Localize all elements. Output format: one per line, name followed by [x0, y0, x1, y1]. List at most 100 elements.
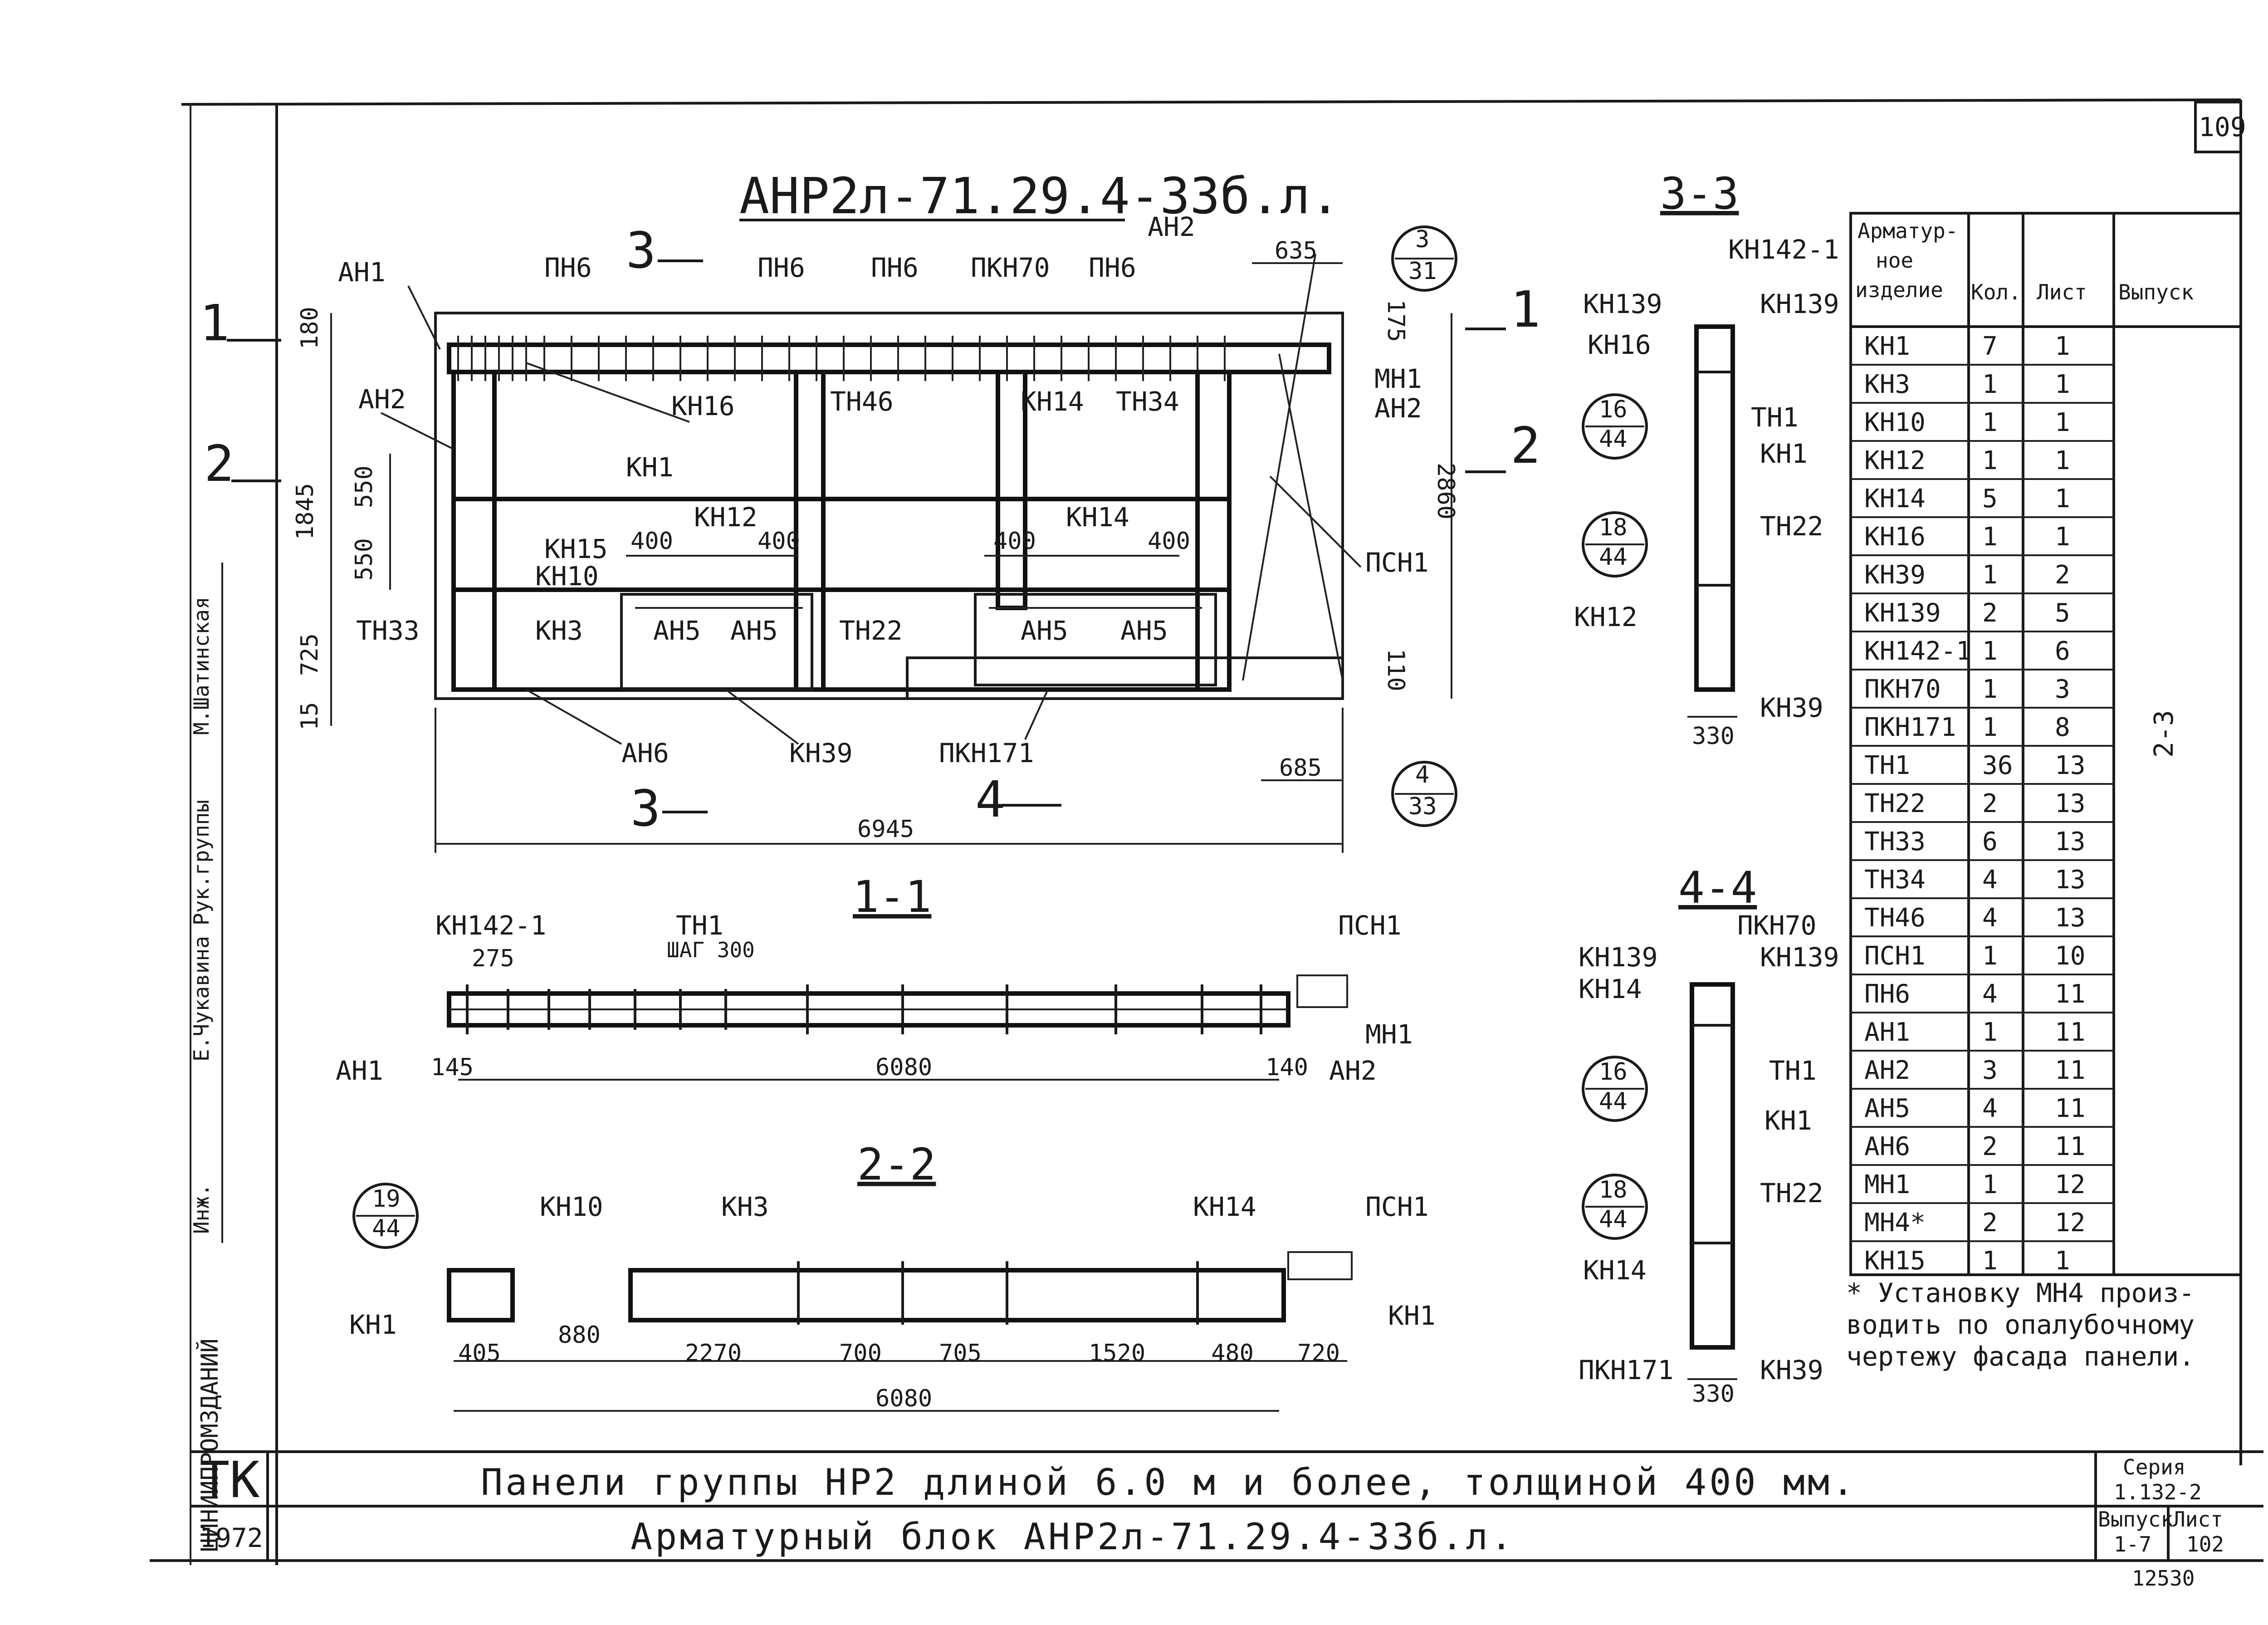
- spec-header-sheet: Лист: [2037, 280, 2087, 304]
- dim-15: 15: [296, 702, 323, 730]
- s22-dim-720: 720: [1297, 1340, 1340, 1367]
- s11-an1: АН1: [336, 1055, 383, 1086]
- spec-table: Арматур- ное изделие Кол. Лист Выпуск КН…: [1849, 212, 2242, 1276]
- s44-pkn171: ПКН171: [1579, 1355, 1674, 1385]
- svg-text:18: 18: [1599, 1176, 1628, 1204]
- spec-cell-sheet: 11: [2055, 1018, 2085, 1047]
- s11-psn1: ПСН1: [1338, 910, 1402, 941]
- s11-step: ШАГ 300: [667, 938, 755, 962]
- dim-2860: 2860: [1432, 463, 1459, 519]
- main-title: АНР2л-71.29.4-33б.л.: [739, 167, 1340, 225]
- section-1-1-ties: [466, 984, 1262, 1034]
- spec-cell-item: ТН22: [1864, 789, 1926, 818]
- s22-kn1b: КН1: [1388, 1300, 1436, 1331]
- title-block: ТК 1972 Панели группы НР2 длиной 6.0 м и…: [191, 1450, 2263, 1591]
- spec-cell-qty: 4: [1982, 1094, 1998, 1123]
- lbl-an2-right: АН2: [1374, 393, 1422, 424]
- s11-dim-6080: 6080: [875, 1054, 932, 1081]
- spec-cell-qty: 1: [1982, 1246, 1998, 1276]
- spec-cell-qty: 1: [1982, 713, 1998, 742]
- cut-2-right: 2: [1510, 416, 1540, 475]
- s11-dim-140: 140: [1266, 1054, 1308, 1081]
- svg-text:44: 44: [1599, 1206, 1628, 1233]
- s11-mn1: МН1: [1365, 1019, 1413, 1050]
- spec-cell-item: ТН46: [1864, 903, 1926, 933]
- s33-kn1: КН1: [1760, 438, 1808, 469]
- section-2-2-title: 2-2: [857, 1139, 936, 1190]
- lbl-pn6c: ПН6: [871, 252, 919, 283]
- section-4-4: 4-4 ПКН70 КН139 КН139 КН14 ТН1 КН1 ТН22 …: [1579, 862, 1839, 1408]
- cut-4-bottom: 4: [975, 770, 1005, 828]
- cut-1-left: 1: [200, 294, 230, 352]
- s44-kn139a: КН139: [1579, 942, 1658, 973]
- title-org: ТК: [200, 1451, 259, 1509]
- s33-ref-18-44: 18 44: [1582, 511, 1648, 578]
- lbl-an2-top: АН2: [1148, 211, 1195, 242]
- s33-tn22: ТН22: [1760, 511, 1823, 542]
- s33-kn12: КН12: [1574, 602, 1637, 632]
- svg-text:33: 33: [1408, 793, 1437, 820]
- spec-cell-qty: 36: [1982, 751, 2013, 780]
- s33-kn139b: КН139: [1760, 289, 1839, 319]
- spec-cell-sheet: 11: [2055, 1094, 2085, 1123]
- s22-dim-405: 405: [458, 1340, 501, 1367]
- side-stamp: ЦИНИИПРОМЗДАНИЙ Инж. Е.Чукавина Рук.груп…: [189, 563, 224, 1552]
- s11-tn1: ТН1: [676, 910, 723, 941]
- s44-tn1: ТН1: [1769, 1055, 1817, 1086]
- spec-cell-item: ПКН171: [1864, 713, 1956, 742]
- spec-cell-qty: 4: [1982, 903, 1998, 933]
- spec-cell-item: ПН6: [1864, 979, 1910, 1009]
- spec-cell-sheet: 1: [2055, 332, 2070, 361]
- spec-cell-qty: 2: [1982, 1132, 1998, 1161]
- spec-cell-item: ТН33: [1864, 827, 1926, 857]
- footnote-line-1: * Установку МН4 произ-: [1846, 1277, 2195, 1308]
- side-stamp-name2: М.Шатинская: [189, 597, 214, 735]
- spec-cell-item: ТН1: [1864, 751, 1910, 780]
- spec-cell-sheet: 1: [2055, 446, 2070, 475]
- s44-dim-330: 330: [1692, 1380, 1735, 1408]
- s22-psn1: ПСН1: [1365, 1191, 1429, 1222]
- spec-cell-qty: 2: [1982, 789, 1998, 818]
- s33-kn142: КН142-1: [1728, 234, 1839, 265]
- section-2-2: 2-2 19 44 КН10 КН3 КН14 ПСН1 КН1 КН1 880…: [349, 1139, 1436, 1412]
- s22-dim-880: 880: [558, 1322, 601, 1349]
- spec-cell-qty: 1: [1982, 636, 1998, 666]
- side-stamp-role: Рук.группы: [189, 800, 214, 925]
- s22-dim-705: 705: [939, 1340, 982, 1367]
- s11-an2: АН2: [1329, 1055, 1377, 1086]
- spec-cell-sheet: 1: [2055, 1246, 2070, 1276]
- spec-header-issue: Выпуск: [2118, 280, 2194, 304]
- spec-cell-sheet: 8: [2055, 713, 2070, 742]
- title-stamp-number: 12530: [2132, 1566, 2195, 1591]
- spec-header-item-1: Арматур-: [1857, 219, 1958, 243]
- lbl-an5b: АН5: [730, 615, 778, 646]
- lbl-pn6d: ПН6: [1089, 252, 1136, 283]
- lbl-kn12: КН12: [694, 502, 758, 533]
- spec-cell-qty: 1: [1982, 408, 1998, 437]
- spec-cell-qty: 1: [1982, 370, 1998, 399]
- svg-text:16: 16: [1599, 1058, 1628, 1086]
- footnote-line-3: чертежу фасада панели.: [1846, 1341, 2195, 1372]
- ref-circle-3-31: 3 31: [1391, 225, 1457, 292]
- section-1-1-title: 1-1: [853, 871, 931, 922]
- spec-cell-qty: 3: [1982, 1056, 1998, 1085]
- spec-cell-sheet: 2: [2055, 560, 2070, 590]
- spec-cell-sheet: 11: [2055, 979, 2085, 1009]
- spec-vypusk: 2-3: [2148, 710, 2179, 758]
- spec-cell-item: КН139: [1864, 598, 1941, 628]
- lbl-pn6a: ПН6: [544, 252, 592, 283]
- spec-cell-qty: 1: [1982, 675, 1998, 704]
- svg-text:18: 18: [1599, 514, 1628, 541]
- spec-cell-item: КН1: [1864, 332, 1910, 361]
- spec-cell-qty: 2: [1982, 1208, 1998, 1238]
- spec-cell-sheet: 1: [2055, 484, 2070, 514]
- title-line-1: Панели группы НР2 длиной 6.0 м и более, …: [481, 1461, 1857, 1503]
- lbl-pn6b: ПН6: [758, 252, 805, 283]
- lbl-mn1: МН1: [1374, 363, 1422, 394]
- s33-kn39: КН39: [1760, 692, 1823, 723]
- spec-cell-sheet: 11: [2055, 1132, 2085, 1161]
- spec-cell-item: КН39: [1864, 560, 1926, 590]
- side-stamp-org: ЦИНИИПРОМЗДАНИЙ: [196, 1338, 224, 1552]
- cut-2-left: 2: [204, 435, 234, 493]
